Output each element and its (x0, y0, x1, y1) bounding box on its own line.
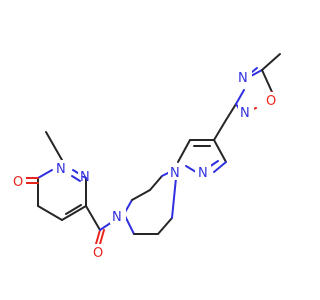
atom-n-ring1-bottom: N (80, 170, 90, 185)
piperazine-ring (123, 171, 177, 235)
atom-n-oxadiazole-bottom: N (240, 106, 250, 121)
atom-labels: N N O O N N N N N O (10, 70, 280, 261)
methyl-bond-n1 (45, 131, 63, 161)
atom-n-oxadiazole-top: N (238, 71, 248, 86)
atom-o-amide: O (93, 246, 103, 261)
pyridazinone-ring (21, 169, 87, 221)
atom-n-ring1-top: N (56, 162, 66, 177)
atom-o-ketone: O (13, 175, 23, 190)
methyl-bond-oxadiazole (261, 53, 281, 71)
atom-n-pyridine: N (198, 166, 208, 181)
carbonyl-linker (85, 205, 113, 245)
atom-o-oxadiazole: O (266, 94, 276, 109)
atom-n-piperazine-left: N (112, 210, 122, 225)
molecule-structure: N N O O N N N N N O (10, 53, 281, 261)
pyridine-ring (177, 119, 227, 173)
atom-n-piperazine-right: N (170, 166, 180, 181)
